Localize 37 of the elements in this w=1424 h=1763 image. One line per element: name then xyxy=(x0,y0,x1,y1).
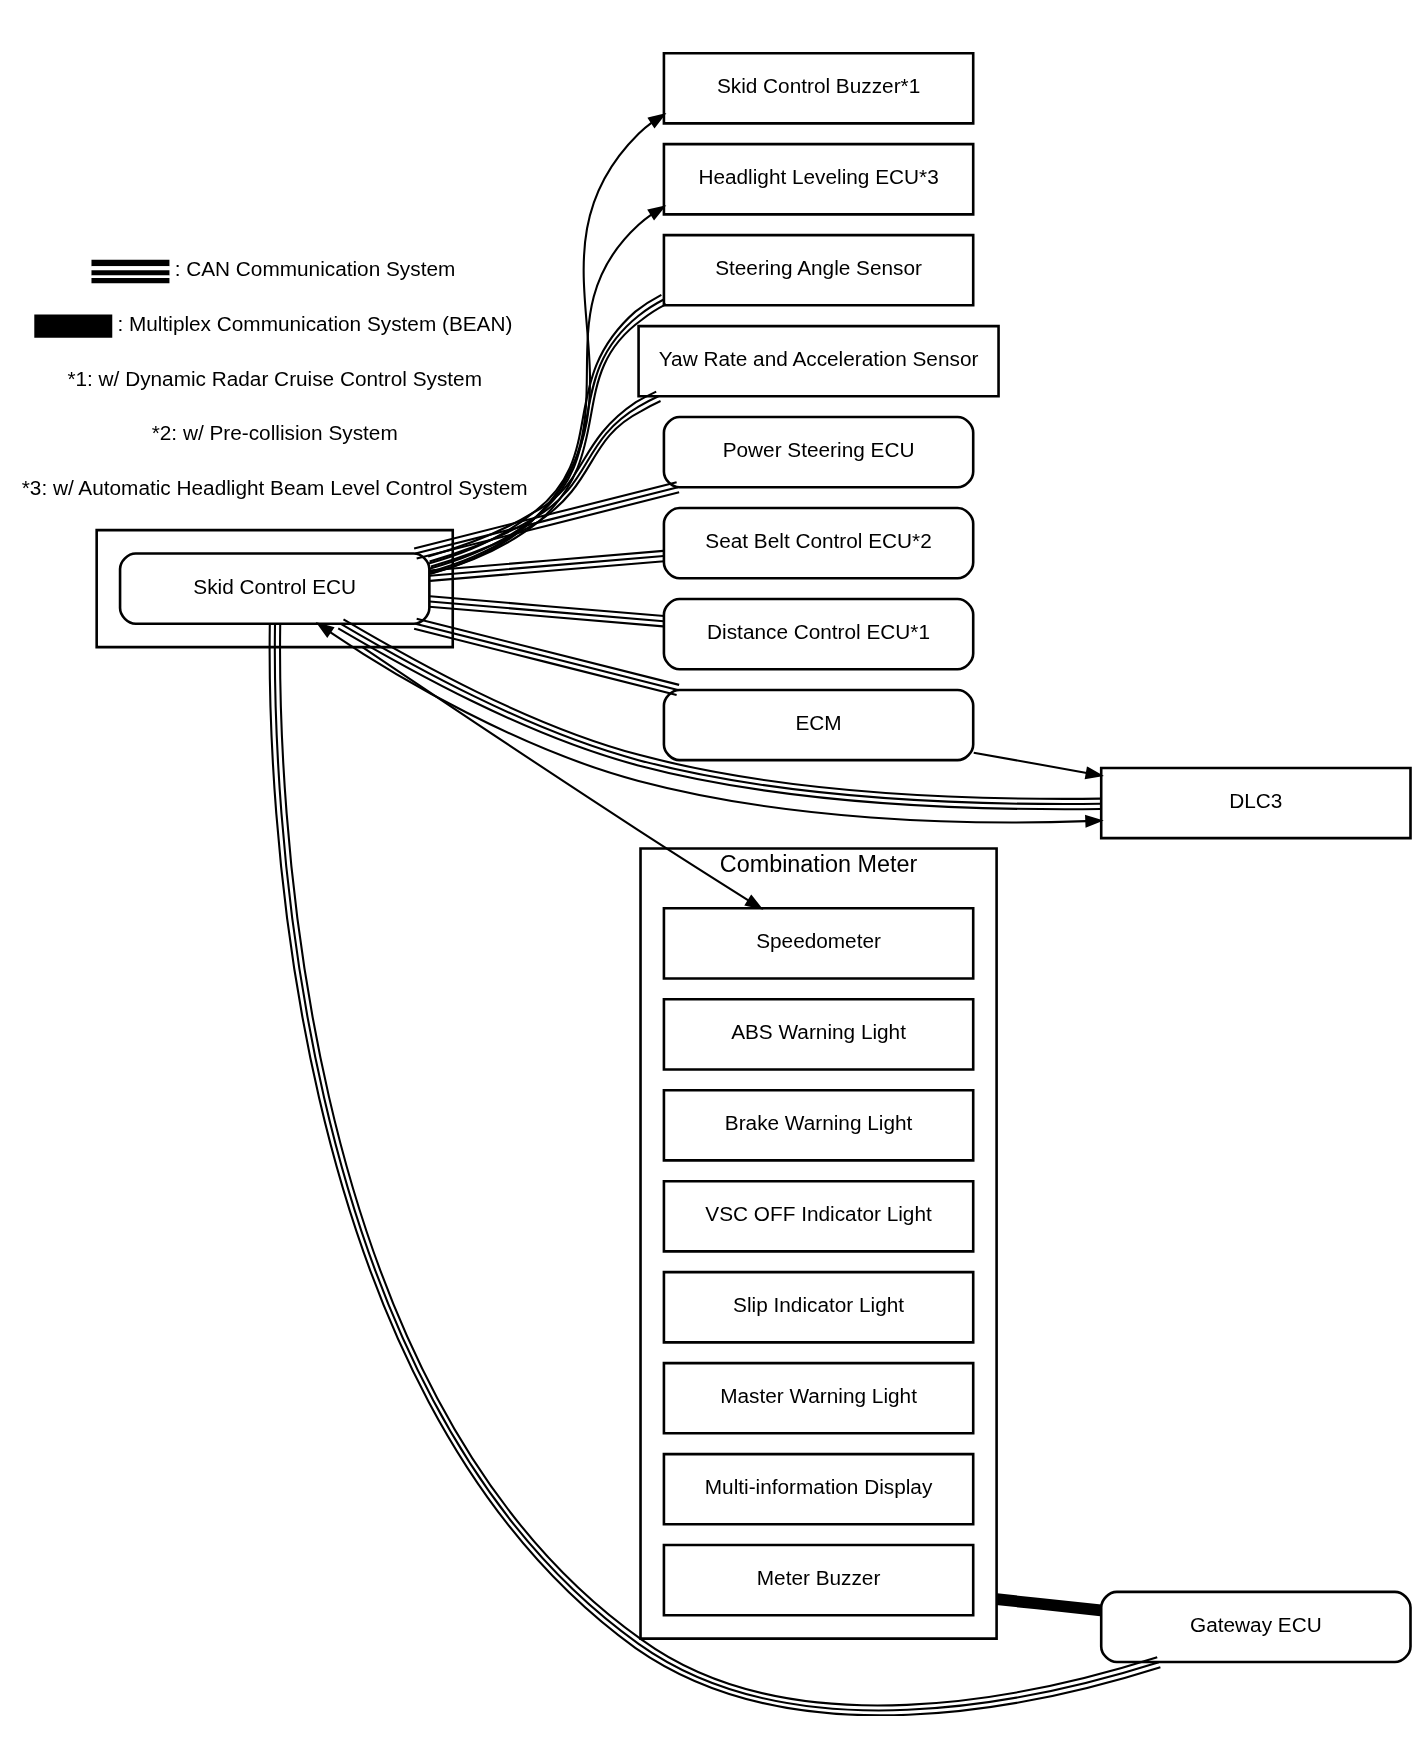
legend-label: : Multiplex Communication System (BEAN) xyxy=(117,311,513,335)
node-box: DLC3 xyxy=(1099,766,1412,839)
connector xyxy=(429,549,665,582)
cluster xyxy=(95,528,455,648)
label: *1: w/ Dynamic Radar Cruise Control System xyxy=(67,366,483,390)
arrow xyxy=(429,112,667,575)
node-box: ECM xyxy=(662,688,975,761)
arrow xyxy=(973,751,1104,779)
connector xyxy=(995,1592,1102,1616)
node-box: Skid Control ECU xyxy=(118,551,431,625)
label: *2: w/ Pre-collision System xyxy=(151,420,398,444)
node-box: VSC OFF Indicator Light xyxy=(662,1179,975,1253)
node-box: ABS Warning Light xyxy=(662,997,975,1071)
label: *3: w/ Automatic Headlight Beam Level Control System xyxy=(21,475,528,499)
node-box: Distance Control ECU*1 xyxy=(662,597,975,670)
node-box: Skid Control Buzzer*1 xyxy=(662,51,975,125)
connector xyxy=(427,390,661,567)
node-box: Brake Warning Light xyxy=(662,1088,975,1162)
node-box: Meter Buzzer xyxy=(662,1543,975,1617)
connector xyxy=(413,617,680,696)
arrow xyxy=(361,645,764,910)
node-box: Seat Belt Control ECU*2 xyxy=(662,506,975,579)
node-box: Steering Angle Sensor xyxy=(662,233,975,307)
connector xyxy=(427,293,667,575)
node-box: Master Warning Light xyxy=(662,1361,975,1435)
node-box: Headlight Leveling ECU*3 xyxy=(662,142,975,216)
connector xyxy=(268,623,1161,1716)
node-box: Yaw Rate and Acceleration Sensor xyxy=(637,324,1000,398)
node-box: Multi-information Display xyxy=(662,1452,975,1526)
node-box: Speedometer xyxy=(662,906,975,980)
node-box: Slip Indicator Light xyxy=(662,1270,975,1344)
node-box: Gateway ECU xyxy=(1099,1590,1412,1663)
connector xyxy=(429,594,665,627)
legend-label: : CAN Communication System xyxy=(174,256,456,280)
node-box: Power Steering ECU xyxy=(662,415,975,489)
connector xyxy=(413,480,680,559)
arrow xyxy=(429,204,667,573)
